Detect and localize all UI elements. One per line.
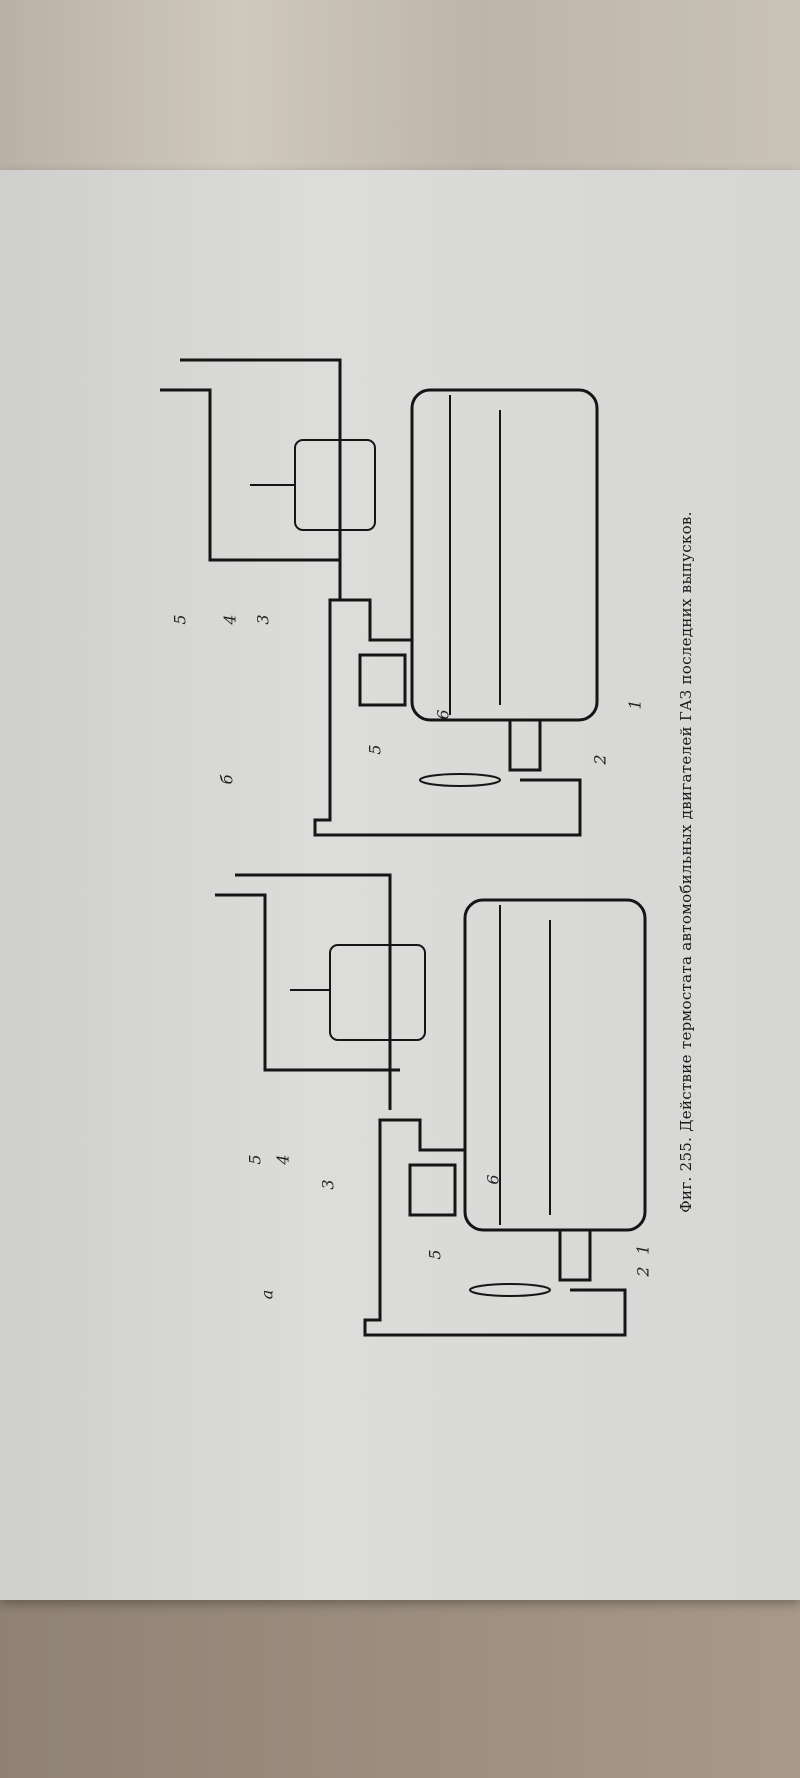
bellows-b	[294, 439, 376, 531]
thermostat-a	[408, 1163, 457, 1217]
panel-b-diagram	[160, 358, 599, 837]
book-page	[0, 170, 800, 1600]
thermostat-housing-a	[215, 873, 400, 1110]
fan-b	[419, 773, 501, 787]
callout-a-6: 6	[483, 1174, 503, 1185]
callout-a-5: 5	[425, 1249, 445, 1260]
panel-label-b: б	[217, 774, 237, 785]
callout-b-6: 6	[433, 709, 453, 720]
engine-block-a	[463, 898, 647, 1232]
callout-b-5-top: 5	[170, 614, 190, 625]
radiator-pipe-a	[363, 1118, 627, 1337]
water-pump-b	[508, 718, 542, 772]
callout-b-5: 5	[365, 744, 385, 755]
panel-a-diagram	[215, 873, 647, 1337]
callout-b-1: 1	[625, 699, 645, 710]
callout-a-3: 3	[318, 1179, 338, 1190]
callout-a-5-top: 5	[245, 1154, 265, 1165]
radiator-pipe-b	[313, 598, 582, 837]
thermostat-housing-b	[160, 358, 342, 600]
callout-b-3: 3	[253, 614, 273, 625]
callout-a-1: 1	[633, 1244, 653, 1255]
thermostat-b	[358, 653, 407, 707]
fan-a	[469, 1283, 551, 1297]
callout-b-4: 4	[220, 614, 240, 625]
panel-label-a: а	[257, 1289, 277, 1300]
figure-caption: Фиг. 255. Действие термостата автомобиль…	[677, 511, 695, 1213]
callout-b-2: 2	[590, 754, 610, 765]
bellows-a	[329, 944, 426, 1041]
water-pump-a	[558, 1228, 592, 1282]
callout-a-2: 2	[633, 1266, 653, 1277]
table-surface	[0, 1600, 800, 1778]
callout-a-4: 4	[273, 1154, 293, 1165]
engine-block-b	[410, 388, 599, 722]
